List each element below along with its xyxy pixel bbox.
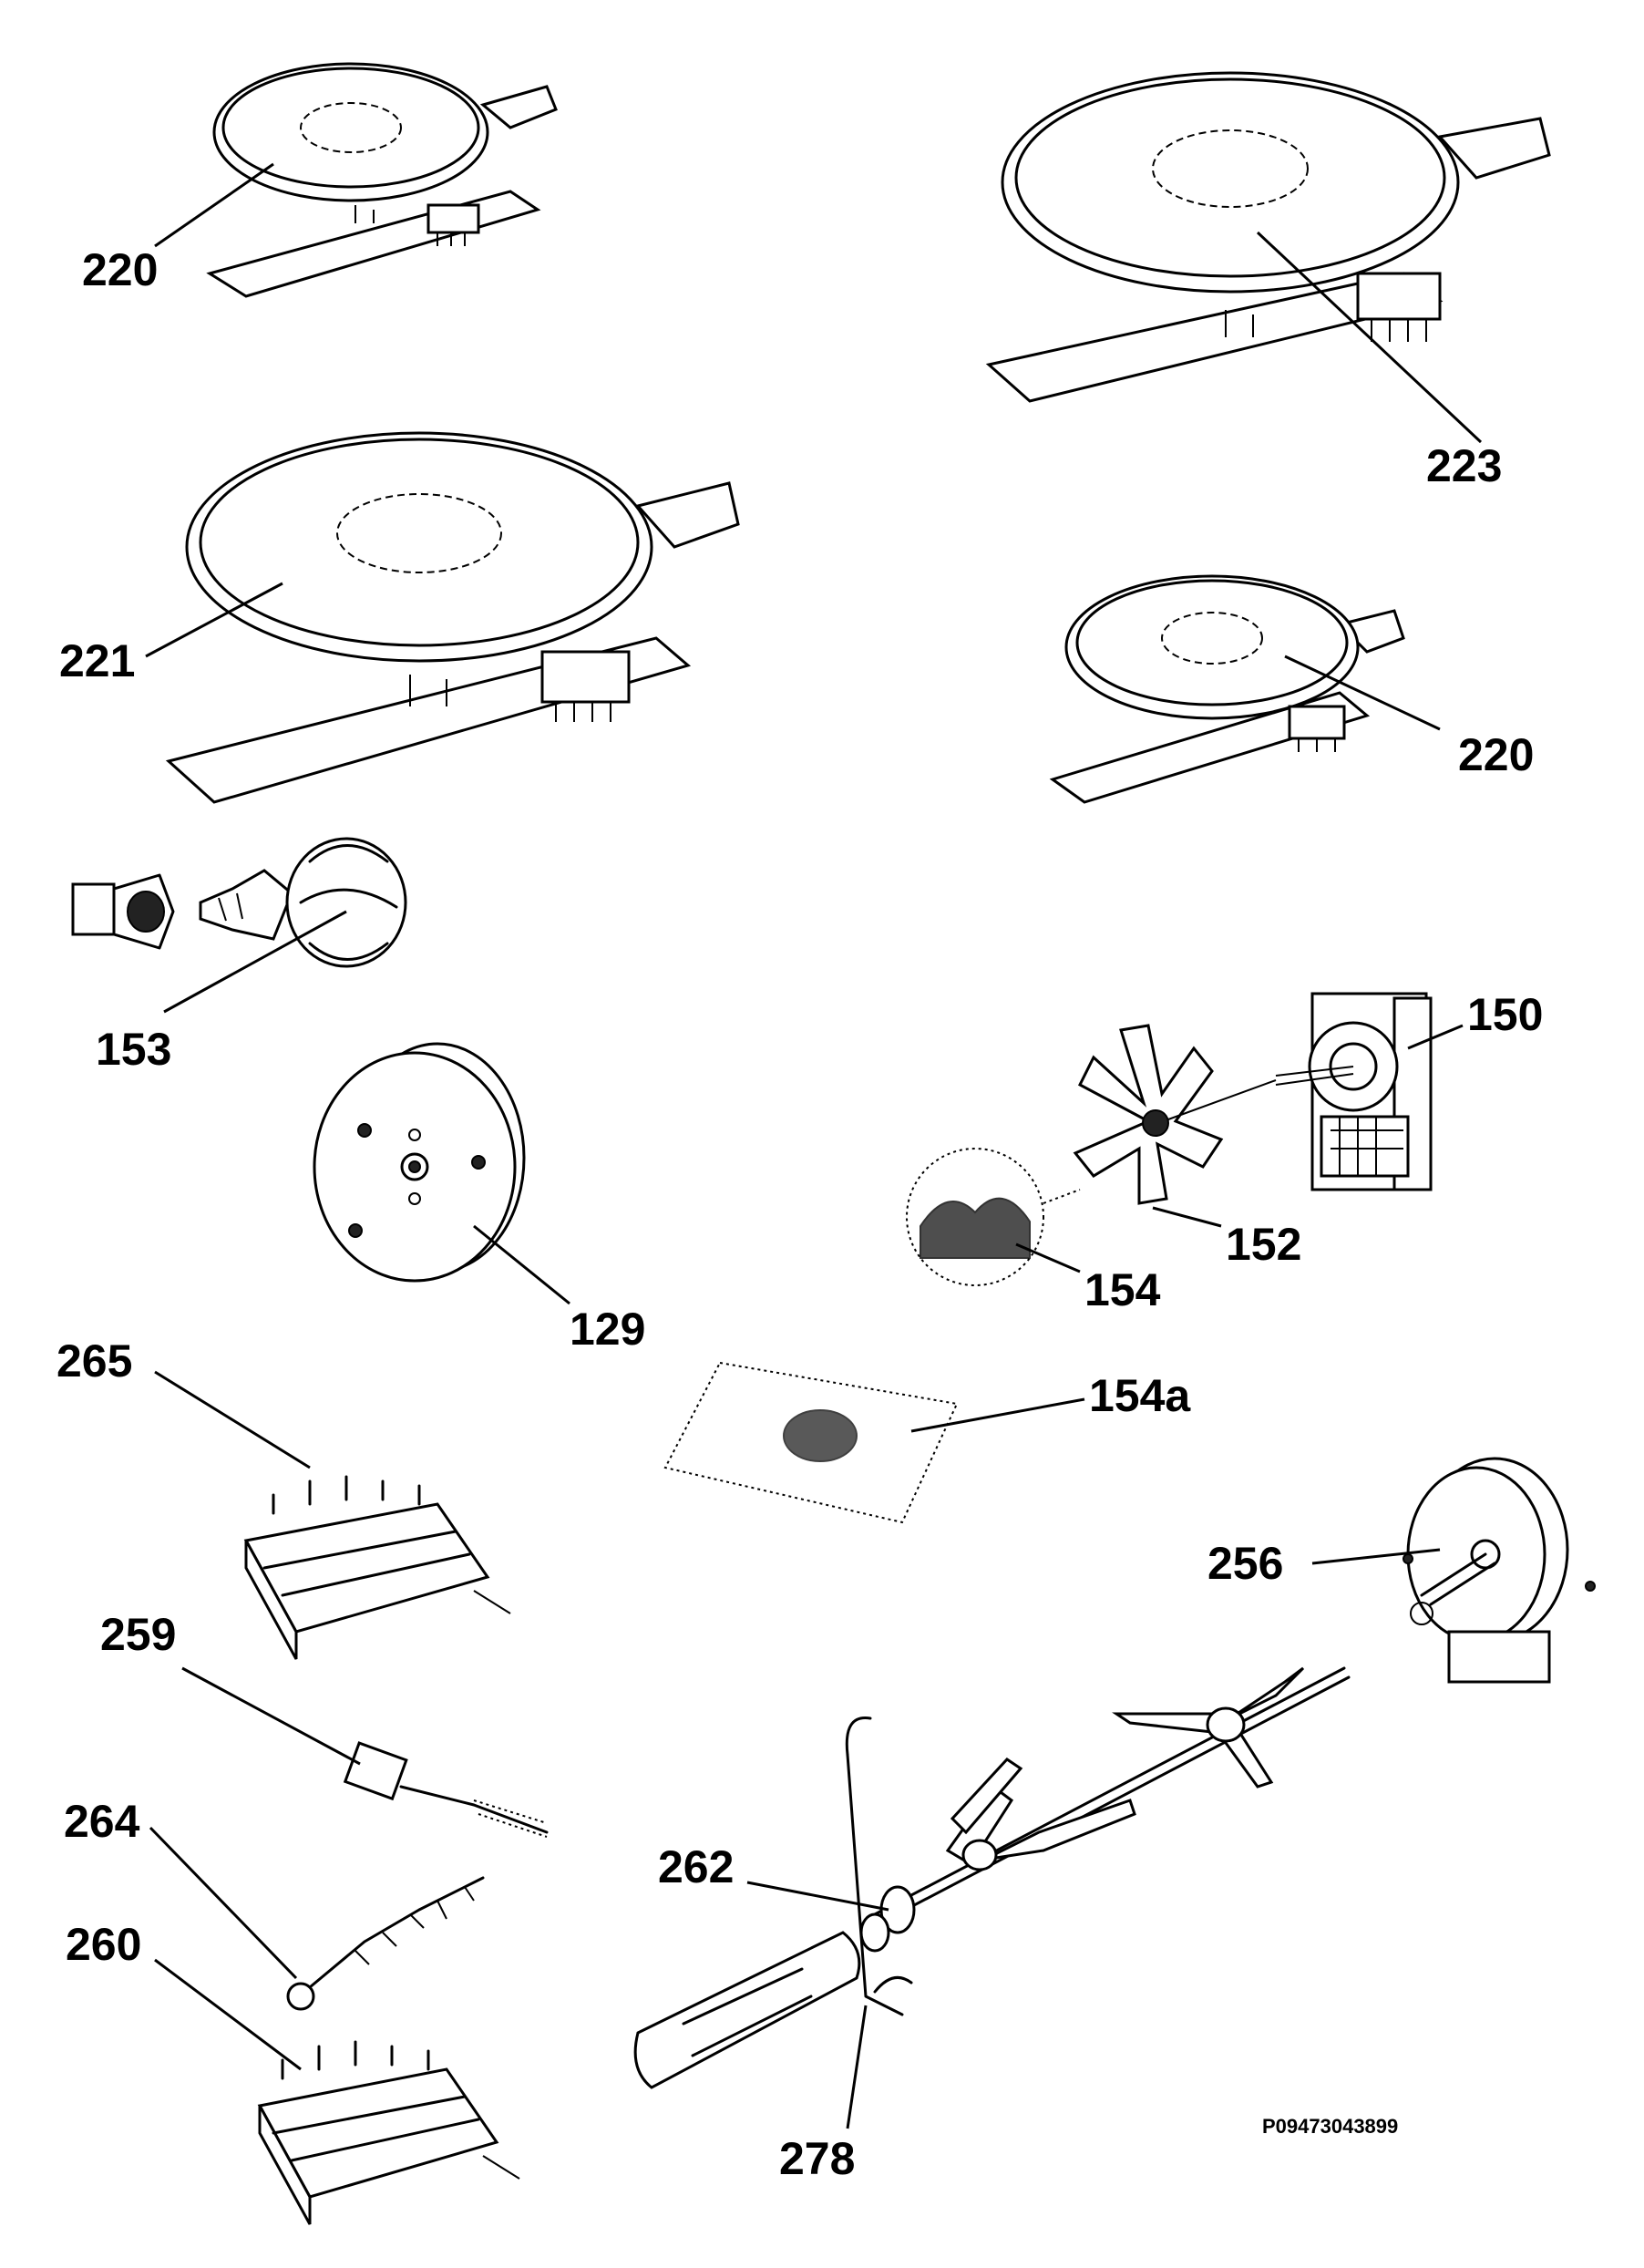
callout-154: 154 [1084,1264,1161,1315]
callout-154a: 154a [1089,1370,1191,1421]
spring-clip-264 [286,1876,485,2011]
thermostat-259 [343,1741,549,1838]
callout-223: 223 [1426,440,1502,491]
callout-256: 256 [1207,1538,1283,1589]
hotplate-221-middle-left [165,431,740,804]
selector-switch-260 [257,2040,520,2225]
callout-278: 278 [779,2133,855,2184]
rotisserie-motor-256 [1403,1457,1596,1684]
hotplate-220-middle-right [1049,574,1405,804]
callout-265: 265 [57,1335,132,1387]
rotisserie-spit-262 [873,1666,1351,1925]
callout-220-middle-right: 220 [1458,729,1534,780]
callout-129: 129 [570,1304,645,1355]
oven-lamp-153 [71,837,407,968]
leader-lines [145,162,1483,2129]
callout-153: 153 [96,1024,171,1075]
hotplate-223-top-right [985,71,1551,403]
callout-152: 152 [1226,1219,1301,1270]
fan-motor-150 [1275,992,1433,1191]
filter-mat-154a [663,1361,959,1524]
grease-filter-154 [906,1148,1081,1286]
callout-260: 260 [66,1919,141,1970]
fan-blade-152 [1073,1024,1277,1205]
hotplate-220-top-left [206,62,558,298]
callout-150: 150 [1467,989,1543,1040]
callout-262: 262 [658,1841,734,1892]
callout-264: 264 [64,1796,140,1847]
selector-switch-265 [243,1475,511,1660]
callout-221: 221 [59,635,135,686]
callout-220-top-left: 220 [82,244,158,295]
fan-cover-129 [313,1042,526,1283]
callout-259: 259 [100,1609,176,1660]
spit-handle-278 [633,1716,916,2089]
drawing-code: P09473043899 [1262,2115,1398,2138]
